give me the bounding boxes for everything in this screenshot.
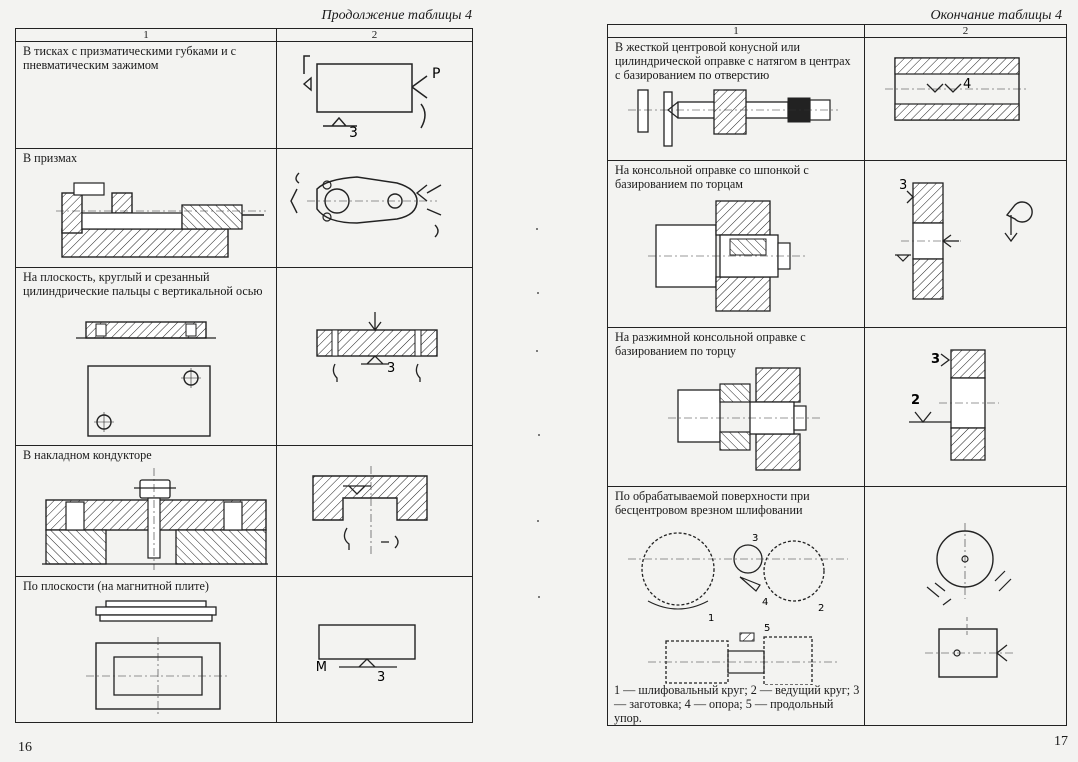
scheme-cell: 4 (864, 37, 1067, 161)
column-header-1: 1 (15, 28, 277, 42)
table-row: В тисках с призматическими губками и с п… (15, 41, 473, 149)
scheme-cell (276, 148, 473, 268)
vise-clamping-scheme: P 3 (302, 55, 440, 141)
scheme-cell (864, 486, 1067, 726)
expanding-mandrel-drawing (668, 367, 822, 471)
page-number: 17 (1054, 734, 1068, 749)
plane-and-pins-scheme: 3 (316, 312, 438, 382)
table-row: В призмах (15, 148, 473, 268)
page-number: 16 (18, 740, 32, 755)
row-description: На разжимной консольной оправке с базиро… (615, 330, 806, 358)
left-table-caption: Продолжение таблицы 4 (321, 8, 472, 23)
keyed-mandrel-scheme: 3 (895, 178, 1033, 300)
scheme-cell: M 3 (276, 576, 473, 723)
datum-label: 3 (899, 178, 907, 193)
expanding-mandrel-scheme: 3 2 (909, 349, 999, 461)
magnet-label: M (316, 660, 327, 675)
column-header-2: 2 (864, 24, 1067, 38)
row-description-cell: По обрабатываемой поверхности при бесцен… (607, 486, 865, 726)
row-description-cell: На консольной оправке со шпонкой с базир… (607, 160, 865, 328)
row-description-cell: По плоскости (на магнитной плите) (15, 576, 277, 723)
overhead-jig-drawing (42, 468, 268, 570)
row-description: В накладном кондукторе (23, 448, 152, 462)
part-label: 2 (818, 603, 824, 614)
right-table: 1 2 В жесткой центровой конусной или цил… (607, 24, 1067, 726)
table-row: По плоскости (на магнитной плите) M (15, 576, 473, 723)
row-description-cell: На разжимной консольной оправке с базиро… (607, 327, 865, 487)
v-block-fixture-drawing (56, 182, 266, 258)
row-description: На плоскость, круглый и срезанный цилинд… (23, 270, 263, 298)
row-description: В жесткой центровой конусной или цилиндр… (615, 40, 851, 82)
datum-label: 3 (931, 352, 940, 367)
keyed-mandrel-drawing (648, 200, 808, 312)
force-label: P (432, 66, 440, 82)
row-description-cell: В призмах (15, 148, 277, 268)
row-description: В тисках с призматическими губками и с п… (23, 44, 237, 72)
legend: 1 — шлифовальный круг; 2 — ведущий круг;… (614, 683, 860, 725)
scheme-cell (276, 445, 473, 577)
table-row: В накладном кондукторе (15, 445, 473, 577)
part-label: 1 (708, 613, 714, 624)
row-description: В призмах (23, 151, 78, 165)
row-description: По плоскости (на магнитной плите) (23, 579, 209, 593)
datum-label: 3 (377, 670, 385, 685)
table-row: На плоскость, круглый и срезанный цилинд… (15, 267, 473, 446)
column-header-2: 2 (276, 28, 473, 42)
row-description-cell: В жесткой центровой конусной или цилиндр… (607, 37, 865, 161)
v-block-scheme (290, 172, 442, 238)
column-header-1: 1 (607, 24, 865, 38)
book-spine (536, 0, 540, 762)
plate-with-pins-drawing (76, 321, 216, 437)
magnetic-plate-drawing (86, 600, 230, 715)
center-mandrel-scheme: 4 (885, 57, 1029, 121)
scheme-cell: 3 (864, 160, 1067, 328)
scheme-cell: P 3 (276, 41, 473, 149)
right-page: Окончание таблицы 4 1 2 В жесткой центро… (558, 0, 1078, 762)
datum-label: 3 (349, 125, 358, 141)
right-table-caption: Окончание таблицы 4 (930, 8, 1062, 23)
row-description-cell: На плоскость, круглый и срезанный цилинд… (15, 267, 277, 446)
part-label: 4 (762, 597, 768, 608)
table-row: В жесткой центровой конусной или цилиндр… (607, 37, 1067, 161)
table-row: На разжимной консольной оправке с базиро… (607, 327, 1067, 487)
center-mandrel-drawing (628, 89, 838, 147)
datum-label: 4 (963, 77, 971, 92)
magnetic-plate-scheme: M 3 (316, 624, 416, 685)
table-row: На консольной оправке со шпонкой с базир… (607, 160, 1067, 328)
part-label: 3 (752, 533, 758, 544)
scheme-cell: 3 (276, 267, 473, 446)
datum-label: 3 (387, 361, 395, 376)
left-page: Продолжение таблицы 4 1 2 В тисках с при… (0, 0, 520, 762)
row-description: На консольной оправке со шпонкой с базир… (615, 163, 809, 191)
left-table: 1 2 В тисках с призматическими губками и… (15, 28, 473, 723)
part-label: 5 (764, 623, 770, 634)
scheme-cell: 3 2 (864, 327, 1067, 487)
datum-label: 2 (911, 393, 920, 408)
row-description-cell: В тисках с призматическими губками и с п… (15, 41, 277, 149)
row-description-cell: В накладном кондукторе (15, 445, 277, 577)
centerless-grinding-scheme (925, 523, 1015, 678)
overhead-jig-scheme (312, 466, 428, 556)
row-description: По обрабатываемой поверхности при бесцен… (615, 489, 810, 517)
table-row: По обрабатываемой поверхности при бесцен… (607, 486, 1067, 726)
centerless-grinding-drawing: 1 2 3 4 5 (628, 532, 848, 685)
